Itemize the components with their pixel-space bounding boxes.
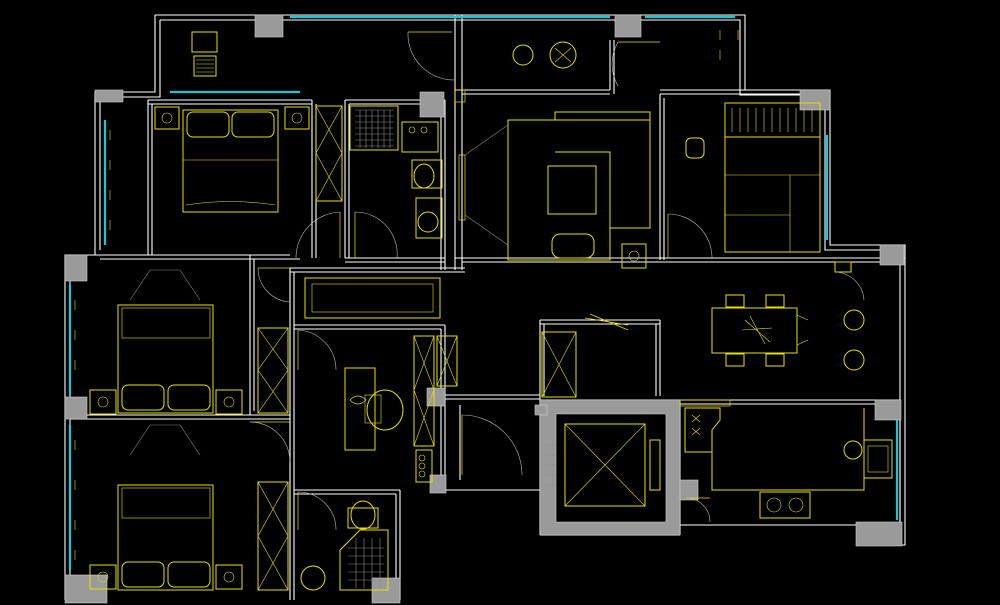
balcony-chairs: [512, 41, 577, 69]
column: [855, 521, 903, 547]
column: [874, 399, 902, 421]
column: [534, 404, 548, 416]
column: [94, 89, 124, 103]
bathroom-1-fixtures: [349, 105, 443, 239]
living-room-sofa: [464, 111, 651, 269]
wardrobe-bedroom-1: [315, 105, 343, 202]
elevator-car: [545, 423, 661, 507]
column: [799, 89, 831, 111]
column: [64, 254, 88, 282]
balcony-sink: [191, 31, 218, 77]
study-room-furniture: [685, 102, 821, 253]
elevator-shaft-wall: [539, 399, 681, 536]
entrance-cabinet: [304, 277, 577, 398]
doors: [249, 31, 731, 531]
kitchen-fixtures: [684, 407, 893, 519]
column: [419, 91, 445, 118]
study-desk: [344, 335, 458, 483]
window-marks: [74, 30, 739, 560]
column: [254, 14, 284, 38]
windows: [68, 15, 899, 570]
wardrobe-bedroom-3: [257, 481, 289, 591]
column: [879, 244, 905, 266]
wardrobe-bedroom-2: [257, 327, 289, 414]
dining-table: [711, 294, 865, 371]
utility-box: [834, 261, 865, 301]
column: [614, 14, 642, 38]
column: [679, 479, 699, 501]
column: [64, 396, 88, 420]
furniture: [89, 31, 893, 591]
bed-bedroom-2: [89, 269, 243, 415]
column: [426, 387, 446, 407]
bed-bedroom-3: [89, 424, 243, 591]
bed-bedroom-1: [154, 106, 310, 213]
toilet-fixtures: [300, 500, 389, 591]
column: [429, 474, 447, 494]
